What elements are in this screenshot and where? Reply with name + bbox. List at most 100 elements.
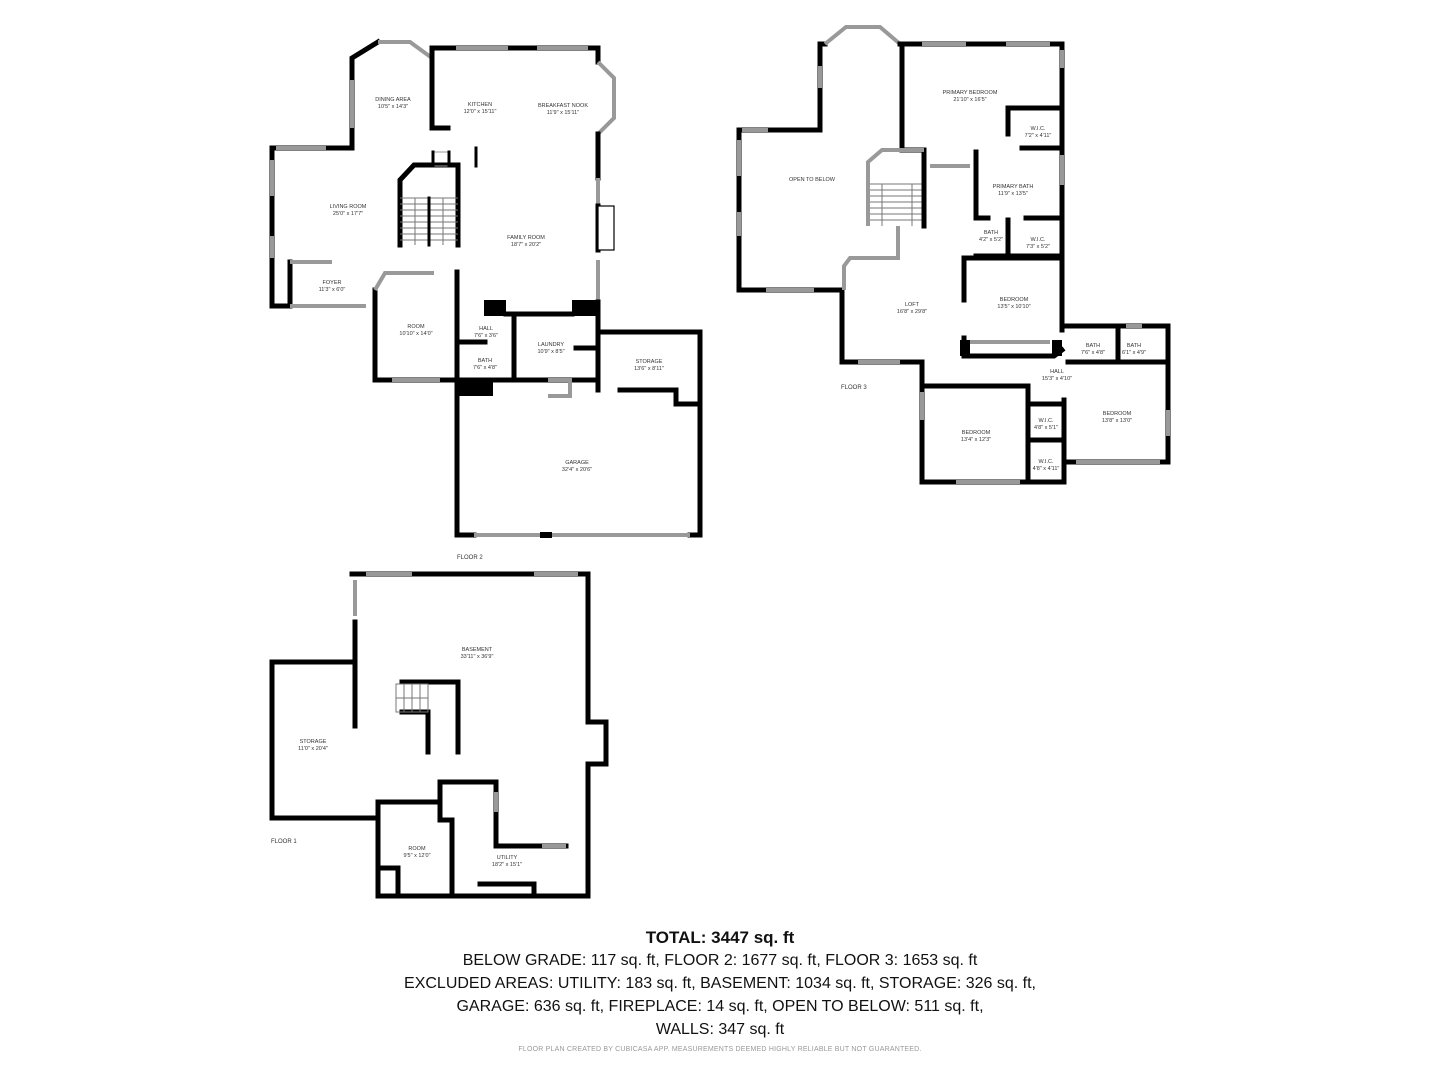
room-name: KITCHEN: [467, 102, 493, 108]
excluded-areas-1: EXCLUDED AREAS: UTILITY: 183 sq. ft, BAS…: [404, 975, 1036, 992]
room-dims: 13'6" x 8'11": [634, 366, 664, 372]
room-name: W.I.C.: [1038, 459, 1054, 465]
room-name: ROOM: [408, 846, 426, 852]
room-name: BATH: [477, 358, 493, 364]
room-dims: 11'9" x 13'5": [998, 191, 1028, 197]
room-dims: 13'4" x 12'3": [960, 437, 992, 443]
floor-areas: BELOW GRADE: 117 sq. ft, FLOOR 2: 1677 s…: [462, 952, 978, 969]
room-name: ROOM: [407, 324, 425, 330]
room-dims: 12'0" x 15'11": [463, 109, 497, 115]
room-dims: 11'0" x 20'4": [298, 746, 328, 752]
room-name: BATH: [983, 230, 999, 236]
room-name: GARAGE: [565, 460, 589, 466]
room-dims: 7'6" x 4'8": [1080, 350, 1106, 356]
room-dims: 21'10" x 16'5": [953, 97, 987, 103]
room-label: W.I.C.4'8" x 5'1": [1034, 418, 1058, 432]
room-dims: 7'6" x 4'8": [472, 365, 498, 371]
room-name: BASEMENT: [461, 647, 493, 653]
area-summary: TOTAL: 3447 sq. ft BELOW GRADE: 117 sq. …: [0, 926, 1440, 1041]
room-name: LAUNDRY: [537, 342, 565, 348]
room-dims: 32'4" x 20'6": [561, 467, 593, 473]
excluded-areas-2: GARAGE: 636 sq. ft, FIREPLACE: 14 sq. ft…: [456, 998, 984, 1015]
room-name: BEDROOM: [1102, 411, 1132, 417]
room-name: BATH: [1126, 343, 1142, 349]
room-dims: 10'5" x 14'3": [377, 104, 409, 110]
room-dims: 9'5" x 12'0": [403, 853, 431, 859]
room-name: HALL: [1050, 369, 1064, 375]
room-label: W.I.C.7'3" x 5'2": [1026, 237, 1050, 251]
room-name: PRIMARY BATH: [992, 184, 1034, 190]
room-dims: 25'0" x 17'7": [332, 211, 364, 217]
room-dims: 4'2" x 5'2": [978, 237, 1004, 243]
room-dims: 10'9" x 8'5": [537, 349, 565, 355]
room-dims: 7'3" x 5'2": [1025, 244, 1051, 250]
total-area: TOTAL: 3447 sq. ft: [645, 928, 795, 947]
room-name: W.I.C.: [1030, 126, 1046, 132]
room-name: FOYER: [322, 280, 342, 286]
floor-1-label: FLOOR 1: [271, 839, 297, 845]
disclaimer-footer: FLOOR PLAN CREATED BY CUBICASA APP. MEAS…: [518, 1046, 922, 1053]
room-dims: 7'2" x 4'11": [1024, 133, 1052, 139]
room-name: BEDROOM: [999, 297, 1029, 303]
room-name: LOFT: [904, 302, 920, 308]
room-dims: 7'6" x 3'6": [473, 333, 499, 339]
floor1-walls: [269, 571, 609, 899]
room-name: UTILITY: [496, 855, 518, 861]
room-name: BEDROOM: [961, 430, 991, 436]
room-name: HALL: [479, 326, 493, 332]
room-name: BATH: [1085, 343, 1101, 349]
floor3-walls: [736, 25, 1171, 485]
floor2-walls: [269, 38, 703, 538]
room-name: W.I.C.: [1038, 418, 1054, 424]
room-dims: 13'8" x 13'0": [1101, 418, 1133, 424]
room-name: STORAGE: [635, 359, 663, 365]
room-dims: 4'8" x 4'11": [1032, 466, 1060, 472]
room-dims: 13'5" x 10'10": [997, 304, 1031, 310]
excluded-areas-3: WALLS: 347 sq. ft: [655, 1021, 785, 1038]
room-dims: 33'11" x 36'9": [460, 654, 494, 660]
room-dims: 18'2" x 15'1": [491, 862, 523, 868]
room-dims: 18'7" x 20'2": [510, 242, 542, 248]
floor-2-label: FLOOR 2: [457, 555, 483, 561]
room-dims: 15'3" x 4'10": [1041, 376, 1073, 382]
room-name: OPEN TO BELOW: [789, 177, 835, 183]
room-name: W.I.C.: [1030, 237, 1046, 243]
room-name: DINING AREA: [375, 97, 411, 103]
room-label: W.I.C.4'8" x 4'11": [1033, 459, 1060, 473]
room-dims: 10'10" x 14'0": [399, 331, 433, 337]
room-dims: 4'8" x 5'1": [1033, 425, 1059, 431]
room-name: STORAGE: [299, 739, 327, 745]
room-label: W.I.C.7'2" x 4'11": [1025, 126, 1052, 140]
room-name: PRIMARY BEDROOM: [942, 90, 998, 96]
floor-3-label: FLOOR 3: [841, 385, 867, 391]
room-name: BREAKFAST NOOK: [537, 103, 589, 109]
room-dims: 6'1" x 4'9": [1121, 350, 1147, 356]
room-name: LIVING ROOM: [329, 204, 367, 210]
room-dims: 11'3" x 6'0": [318, 287, 346, 293]
room-dims: 16'8" x 29'8": [896, 309, 928, 315]
